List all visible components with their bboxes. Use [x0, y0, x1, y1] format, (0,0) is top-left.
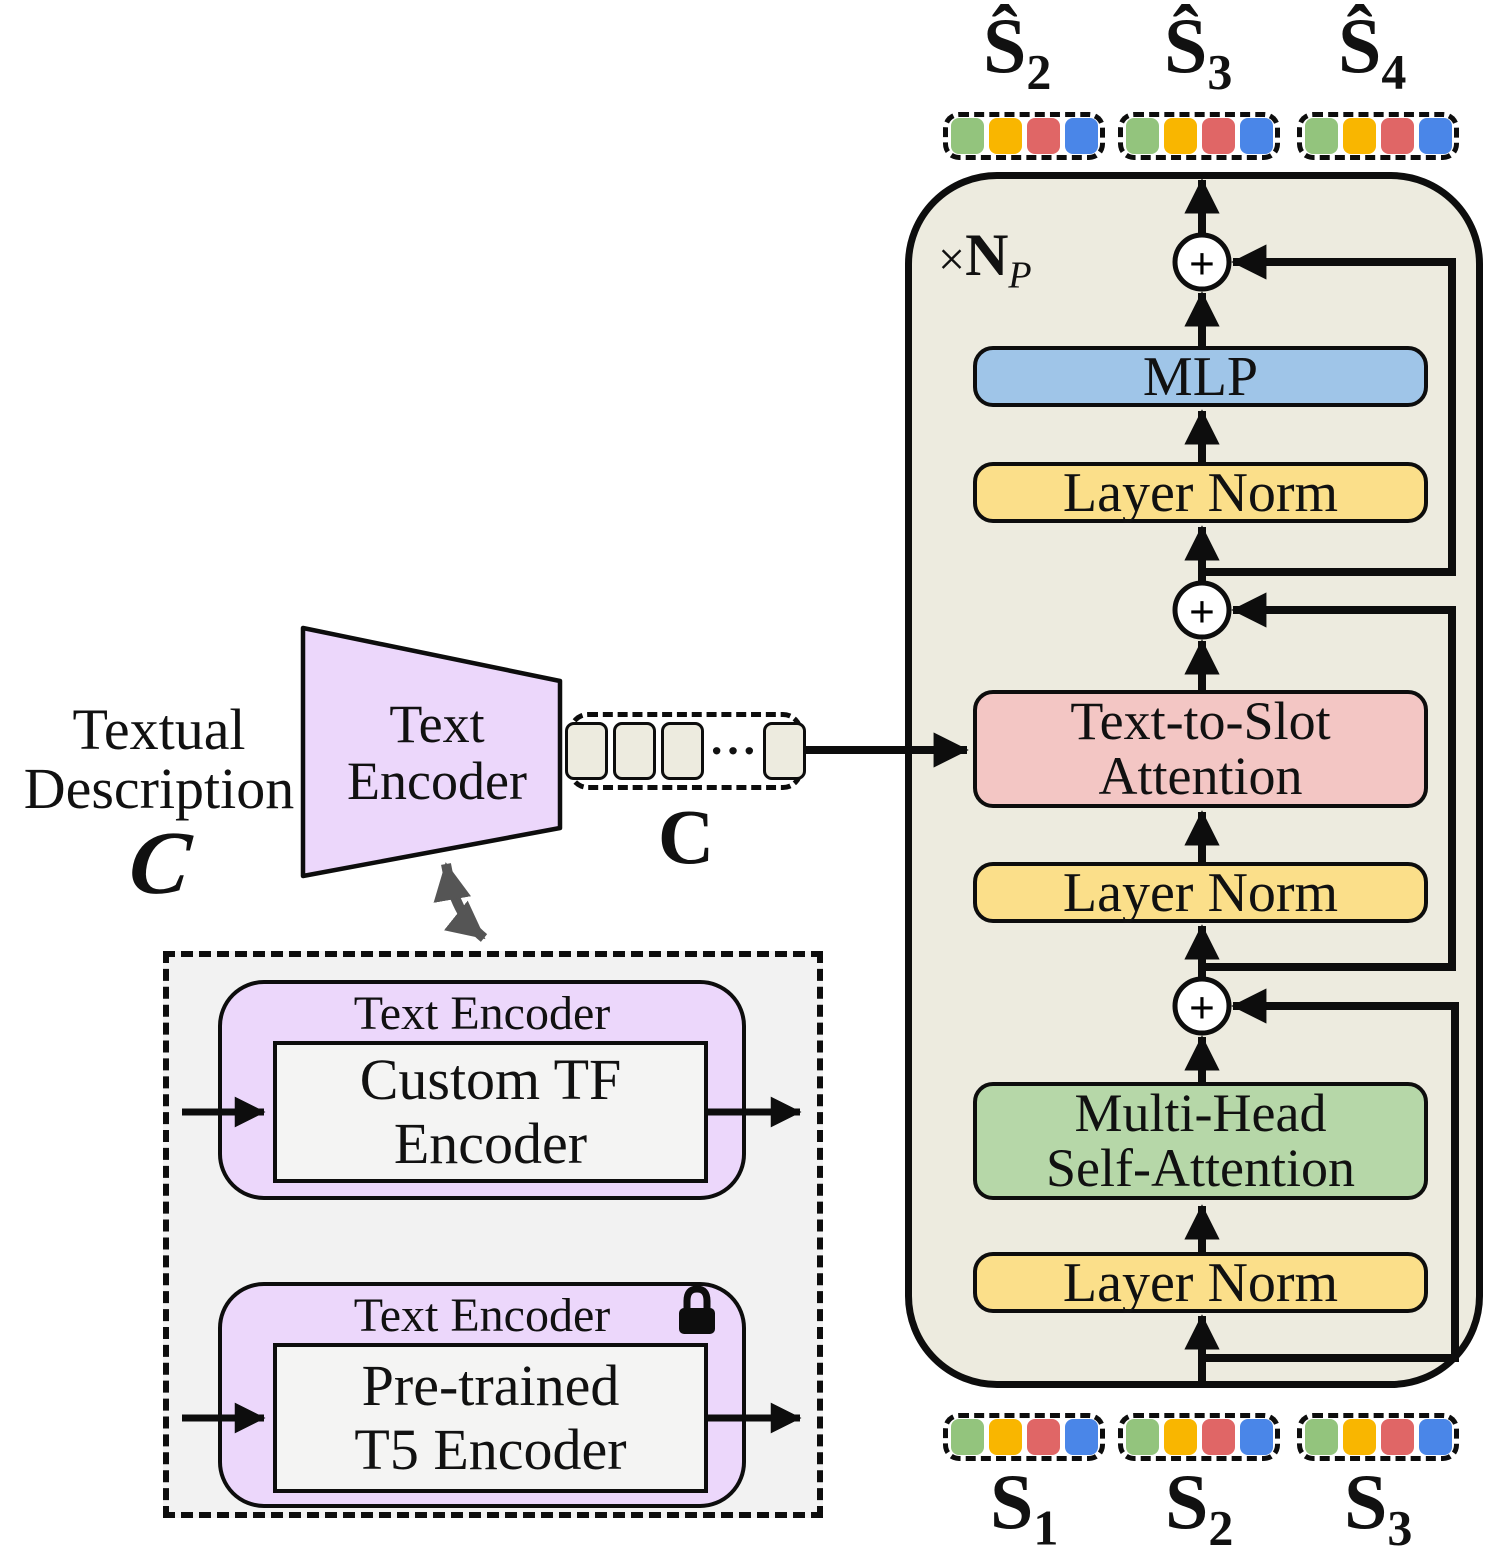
slot-token: [1304, 1419, 1338, 1455]
output-token-strip-2: [1118, 112, 1280, 160]
text-encoder-funnel-label: Text Encoder: [318, 696, 556, 810]
slot-token: [1163, 1419, 1197, 1455]
n-symbol: N: [965, 222, 1009, 288]
slot-token: [988, 1419, 1022, 1455]
add-node-middle: +: [1172, 580, 1232, 640]
c-token: [763, 722, 807, 780]
s-sub: 3: [1387, 1499, 1413, 1547]
slot-token: [1125, 118, 1159, 154]
slot-token: [950, 1419, 984, 1455]
layer-norm-bottom-block: Layer Norm: [973, 1252, 1428, 1313]
s-hat-sub: 3: [1207, 43, 1233, 100]
custom-tf-line2: Encoder: [393, 1111, 588, 1176]
add-node-top: +: [1172, 232, 1232, 292]
times-symbol: ×: [938, 233, 966, 286]
input-label-s2: S2: [1165, 1462, 1233, 1547]
pretrained-t5-line1: Pre-trained: [361, 1353, 620, 1418]
encoder-option-custom-title: Text Encoder: [353, 987, 611, 1040]
s-sub: 1: [1033, 1499, 1059, 1547]
slot-token: [950, 118, 984, 154]
s-base: S: [1165, 1458, 1209, 1545]
lock-icon: [679, 1285, 715, 1334]
s-base: S: [1344, 1458, 1388, 1545]
slot-token: [1026, 118, 1060, 154]
slot-token: [1201, 1419, 1235, 1455]
s-sub: 2: [1208, 1499, 1234, 1547]
add-node-bottom: +: [1172, 976, 1232, 1036]
pretrained-t5-encoder-block: Pre-trained T5 Encoder: [273, 1343, 708, 1493]
input-label-s3: S3: [1344, 1462, 1412, 1547]
slot-token: [1380, 1419, 1414, 1455]
svg-text:+: +: [1189, 588, 1215, 637]
c-token: [564, 722, 608, 780]
encoder-choice-arrow: [433, 862, 488, 942]
encoder-option-pretrained-title: Text Encoder: [353, 1289, 611, 1342]
slot-token: [1239, 118, 1273, 154]
svg-text:+: +: [1189, 240, 1215, 289]
slot-token: [1064, 118, 1098, 154]
mhsa-line2: Self-Attention: [1046, 1138, 1355, 1198]
ellipsis-dots: ···: [708, 725, 759, 776]
input-token-strip-3: [1297, 1413, 1459, 1461]
slot-token: [1418, 1419, 1452, 1455]
slot-token: [1342, 118, 1376, 154]
s-hat-base: Ŝ: [1164, 2, 1208, 89]
slot-token: [1026, 1419, 1060, 1455]
s-hat-base: Ŝ: [1338, 2, 1382, 89]
text-to-slot-line1: Text-to-Slot: [1070, 691, 1331, 751]
custom-tf-line1: Custom TF: [359, 1047, 622, 1112]
residual-skip-top: [1202, 244, 1456, 576]
slot-token: [1380, 118, 1414, 154]
custom-tf-encoder-block: Custom TF Encoder: [273, 1041, 708, 1183]
s-base: S: [990, 1458, 1034, 1545]
slot-token: [1064, 1419, 1098, 1455]
slot-token: [988, 118, 1022, 154]
mlp-block: MLP: [973, 346, 1428, 407]
output-label-s4: Ŝ4: [1338, 6, 1406, 112]
slot-token: [1418, 118, 1452, 154]
multi-head-self-attention-block: Multi-Head Self-Attention: [973, 1082, 1428, 1200]
text-to-slot-attention-block: Text-to-Slot Attention: [973, 690, 1428, 808]
s-hat-base: Ŝ: [983, 2, 1027, 89]
text-encoder-line2: Encoder: [347, 751, 527, 811]
pretrained-t5-line2: T5 Encoder: [354, 1417, 627, 1482]
input-token-strip-2: [1118, 1413, 1280, 1461]
textual-description-line1: Textual: [72, 697, 246, 762]
textual-description-line2: Description: [23, 756, 295, 821]
text-to-slot-line2: Attention: [1098, 746, 1303, 806]
repeat-count-label: ×NP: [938, 224, 1032, 307]
residual-skip-middle: [1202, 592, 1456, 971]
slot-token: [1342, 1419, 1376, 1455]
layer-norm-top-block: Layer Norm: [973, 462, 1428, 523]
text-encoder-funnel: [300, 625, 563, 879]
c-token: [660, 722, 704, 780]
output-label-s3: Ŝ3: [1164, 6, 1232, 112]
c-label: C: [657, 793, 715, 880]
output-token-strip-3: [1297, 112, 1459, 160]
c-token: [612, 722, 656, 780]
output-token-strip-1: [943, 112, 1105, 160]
text-encoder-line1: Text: [389, 694, 485, 754]
output-label-s2: Ŝ2: [983, 6, 1051, 112]
slot-token: [1125, 1419, 1159, 1455]
mhsa-line1: Multi-Head: [1074, 1083, 1327, 1143]
n-subscript: P: [1008, 254, 1032, 297]
slot-token: [1239, 1419, 1273, 1455]
script-c-symbol: C: [124, 814, 196, 913]
s-hat-sub: 2: [1026, 43, 1052, 100]
layer-norm-mid-block: Layer Norm: [973, 862, 1428, 923]
input-token-strip-1: [943, 1413, 1105, 1461]
slot-token: [1304, 118, 1338, 154]
residual-skip-bottom: [1202, 988, 1459, 1362]
slot-token: [1163, 118, 1197, 154]
svg-text:+: +: [1189, 984, 1215, 1033]
slot-token: [1201, 118, 1235, 154]
c-token-strip: ···: [564, 712, 807, 790]
input-label-s1: S1: [990, 1462, 1058, 1547]
textual-description-label: Textual Description: [0, 700, 318, 818]
s-hat-sub: 4: [1381, 43, 1407, 100]
